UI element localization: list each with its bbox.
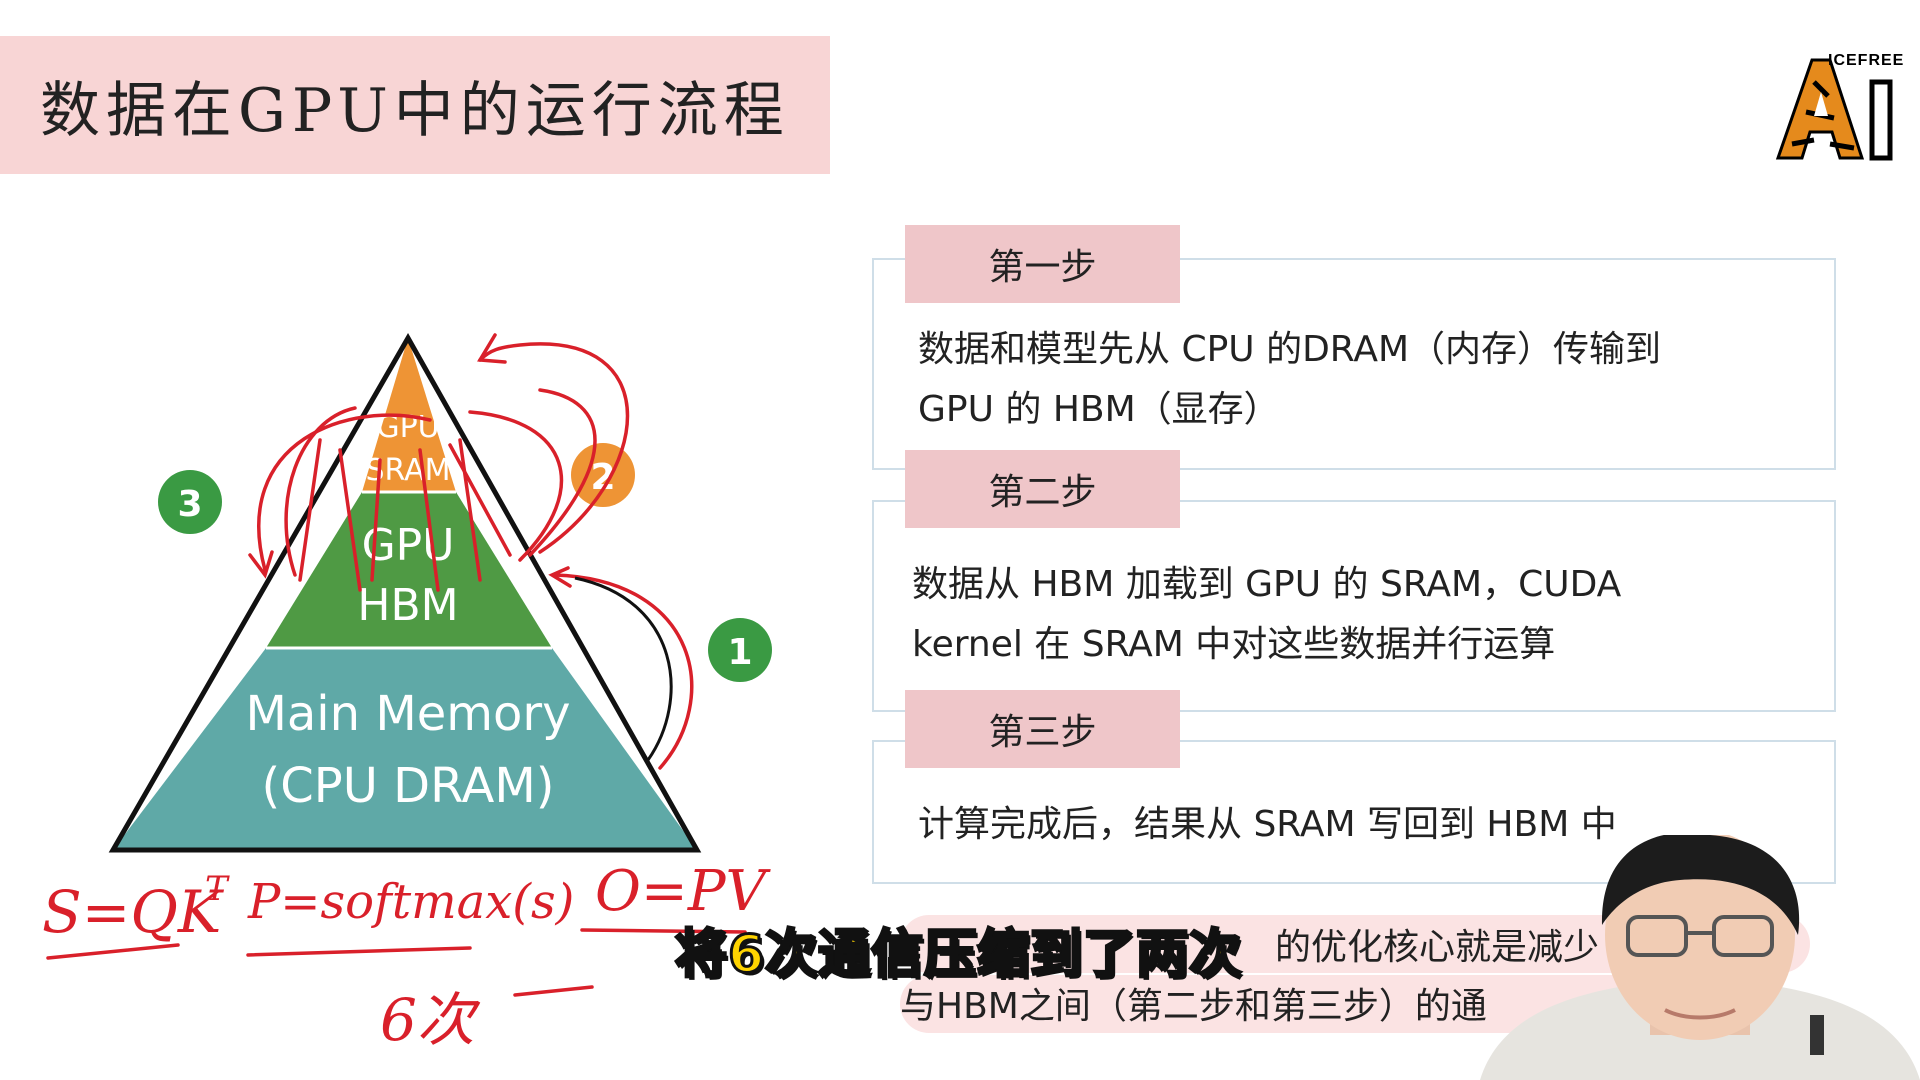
icefree-logo: A [1775, 58, 1893, 161]
step-2-box [872, 500, 1836, 712]
step-3-text-line-1: 计算完成后，结果从 SRAM 写回到 HBM 中 [918, 804, 1617, 845]
title-banner: 数据在GPU中的运行流程 [0, 36, 830, 174]
hbm-label-2: HBM [357, 580, 458, 631]
summary-line-2: 与HBM之间（第二步和第三步）的通 [900, 986, 1487, 1027]
glasses-icon [1626, 915, 1774, 957]
equation-p: P=softmax(s) [247, 874, 574, 930]
dram-label-1: Main Memory [245, 686, 570, 742]
step-1-text-line-1: 数据和模型先从 CPU 的DRAM（内存）传输到 [918, 329, 1662, 370]
dram-tier [113, 648, 697, 850]
step-2-text-line-1: 数据从 HBM 加载到 GPU 的 SRAM，CUDA [912, 564, 1622, 605]
memory-hierarchy-diagram: GPU SRAM GPU HBM Main Memory (CPU DRAM) … [42, 332, 772, 1054]
equation-o: O=PV [595, 859, 772, 924]
dram-label-2: (CPU DRAM) [262, 758, 555, 814]
equation-s-superscript: T [205, 869, 230, 909]
count-note: 6次 [380, 986, 481, 1054]
marker-1 [708, 618, 772, 682]
handwritten-arrow-black [574, 576, 673, 761]
summary-line-1: 的优化核心就是减少 [1275, 927, 1600, 968]
step-2-text-line-2: kernel 在 SRAM 中对这些数据并行运算 [912, 624, 1556, 665]
step-3-tab: 第三步 [905, 690, 1180, 768]
handwritten-arrows [248, 333, 694, 770]
step-1-text-line-2: GPU 的 HBM（显存） [918, 389, 1280, 430]
slide-title: 数据在GPU中的运行流程 [40, 75, 790, 146]
step-2-tab: 第二步 [905, 450, 1180, 528]
presenter-webcam [1480, 835, 1920, 1080]
marker-1-label: 1 [727, 632, 752, 673]
video-subtitle: 将6次通信压缩到了两次 [673, 924, 1243, 987]
marker-3-label: 3 [177, 484, 202, 525]
step-1-tab: 第一步 [905, 225, 1180, 303]
hbm-tier [266, 492, 552, 648]
logo-text: ICEFREE [1828, 52, 1905, 69]
equation-s: S=QK [42, 878, 225, 946]
marker-3 [158, 470, 222, 534]
